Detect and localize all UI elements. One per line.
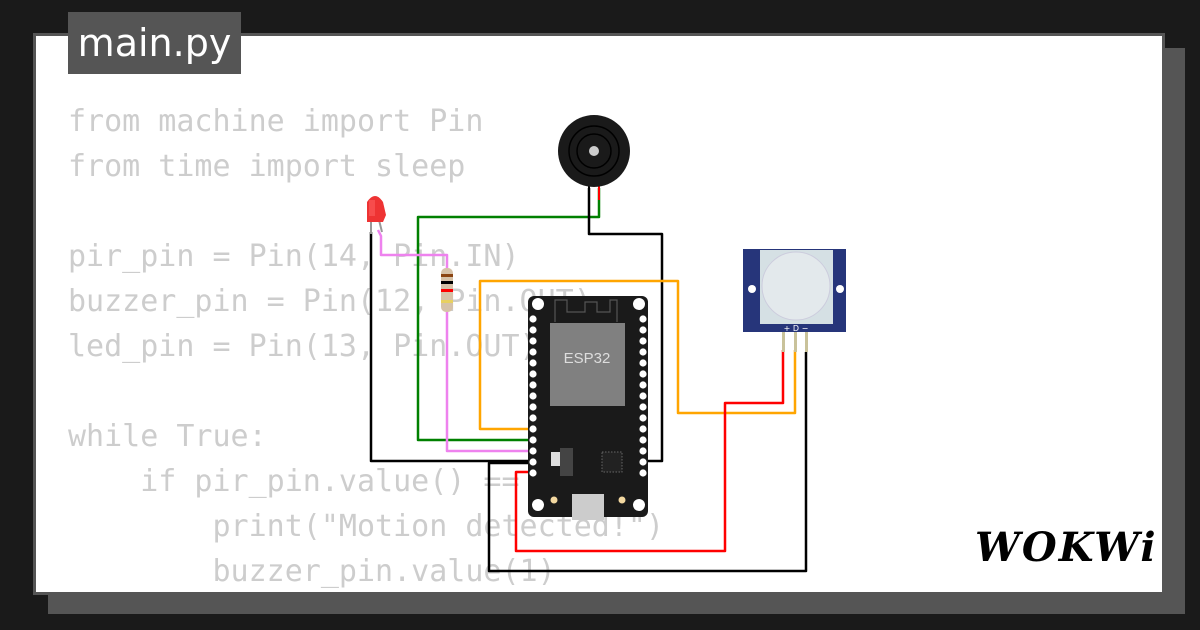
- pir-pin-labels: + D −: [784, 324, 809, 333]
- esp32-pin[interactable]: [529, 414, 537, 422]
- esp32-pin[interactable]: [529, 337, 537, 345]
- esp32-pin[interactable]: [529, 458, 537, 466]
- resistor[interactable]: [441, 268, 453, 312]
- esp32-pin[interactable]: [529, 326, 537, 334]
- code-preview: from machine import Pin from time import …: [68, 99, 664, 594]
- mcu-label: ESP32: [564, 350, 611, 367]
- esp32-pin[interactable]: [639, 469, 647, 477]
- esp32-pin[interactable]: [639, 359, 647, 367]
- esp32-pin[interactable]: [639, 458, 647, 466]
- wire-green: [416, 188, 601, 442]
- esp32-pin[interactable]: [639, 381, 647, 389]
- esp32-pin[interactable]: [529, 392, 537, 400]
- pir-sensor[interactable]: + D −: [743, 249, 846, 352]
- wire-black-buzzer: [587, 188, 664, 463]
- esp32-pin[interactable]: [639, 403, 647, 411]
- mounting-hole: [633, 499, 645, 511]
- wokwi-logo: WOKWi: [975, 524, 1158, 571]
- wire-pink: [376, 229, 449, 270]
- wire-pink-2: [445, 310, 533, 453]
- esp32-pin[interactable]: [639, 436, 647, 444]
- esp32-pin[interactable]: [529, 425, 537, 433]
- esp32-pin[interactable]: [639, 337, 647, 345]
- file-tab[interactable]: main.py: [68, 12, 241, 74]
- wire-black-led: [369, 232, 533, 463]
- esp32-pin[interactable]: [639, 447, 647, 455]
- esp32-pin[interactable]: [529, 370, 537, 378]
- wire-black-pir: [487, 352, 808, 573]
- esp32-pin[interactable]: [639, 414, 647, 422]
- esp32-pin[interactable]: [639, 348, 647, 356]
- esp32-pin[interactable]: [529, 348, 537, 356]
- esp32-pin[interactable]: [639, 315, 647, 323]
- esp32-pin[interactable]: [529, 469, 537, 477]
- esp32-pin[interactable]: [529, 359, 537, 367]
- esp32-pin[interactable]: [529, 381, 537, 389]
- esp32-pin[interactable]: [639, 392, 647, 400]
- mounting-hole: [633, 298, 645, 310]
- red-led[interactable]: [367, 196, 386, 234]
- wire-red: [514, 350, 785, 553]
- mounting-hole: [532, 298, 544, 310]
- esp32-pin[interactable]: [639, 370, 647, 378]
- esp32-pin[interactable]: [639, 425, 647, 433]
- esp32-board[interactable]: ESP32: [528, 296, 648, 520]
- esp32-pin[interactable]: [639, 326, 647, 334]
- code-line: if pir_pin.value() == 1:: [68, 464, 574, 499]
- wire-orange: [478, 279, 797, 431]
- code-line: pir_pin = Pin(14, Pin.IN): [68, 239, 520, 274]
- esp32-pin[interactable]: [529, 436, 537, 444]
- buzzer[interactable]: [558, 115, 630, 200]
- esp32-pin[interactable]: [529, 403, 537, 411]
- esp32-pin[interactable]: [529, 315, 537, 323]
- code-line: from machine import Pin: [68, 104, 484, 139]
- code-line: while True:: [68, 419, 267, 454]
- esp32-pin[interactable]: [529, 447, 537, 455]
- mounting-hole: [532, 499, 544, 511]
- code-line: from time import sleep: [68, 149, 466, 184]
